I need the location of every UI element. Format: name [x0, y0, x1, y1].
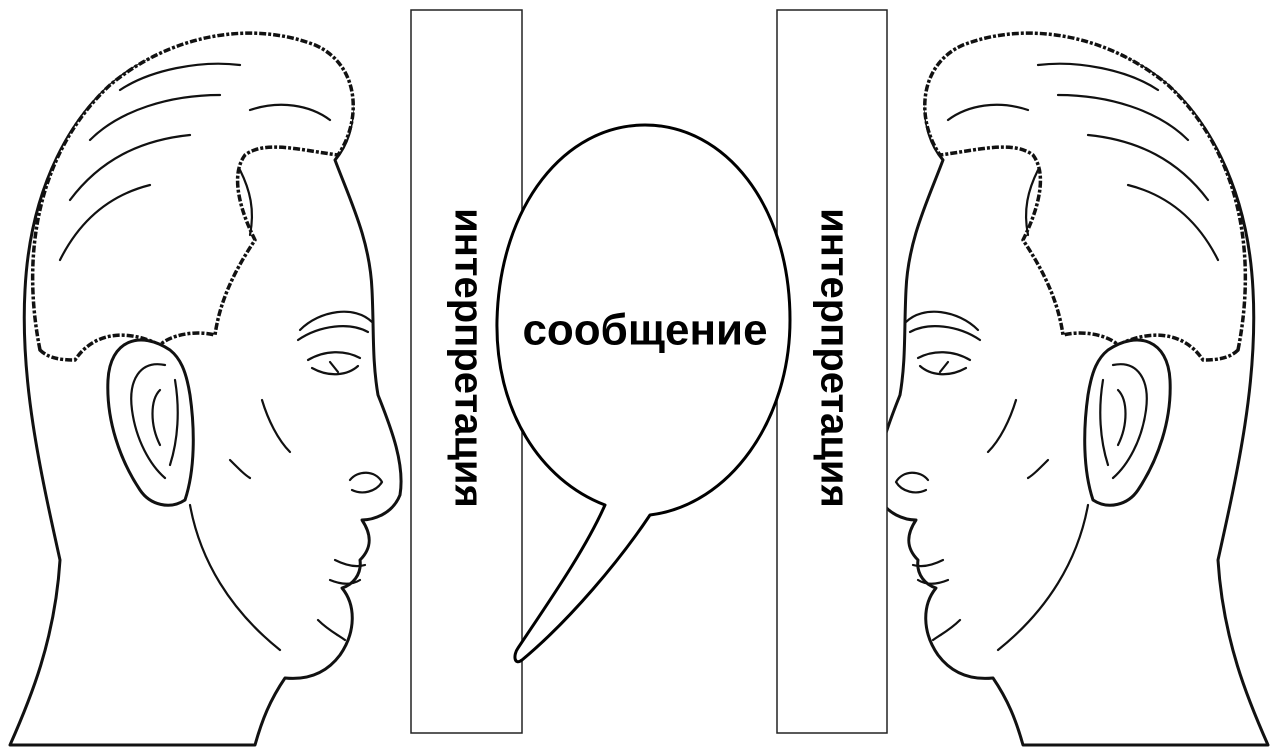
message-speech-bubble: сообщение — [497, 125, 790, 662]
left-head-figure — [10, 33, 401, 745]
right-panel-label: интерпретация — [812, 208, 856, 508]
right-interpretation-panel: интерпретация — [777, 10, 887, 733]
message-label: сообщение — [522, 306, 767, 355]
left-panel-label: интерпретация — [446, 208, 490, 508]
right-head-figure — [877, 33, 1268, 745]
